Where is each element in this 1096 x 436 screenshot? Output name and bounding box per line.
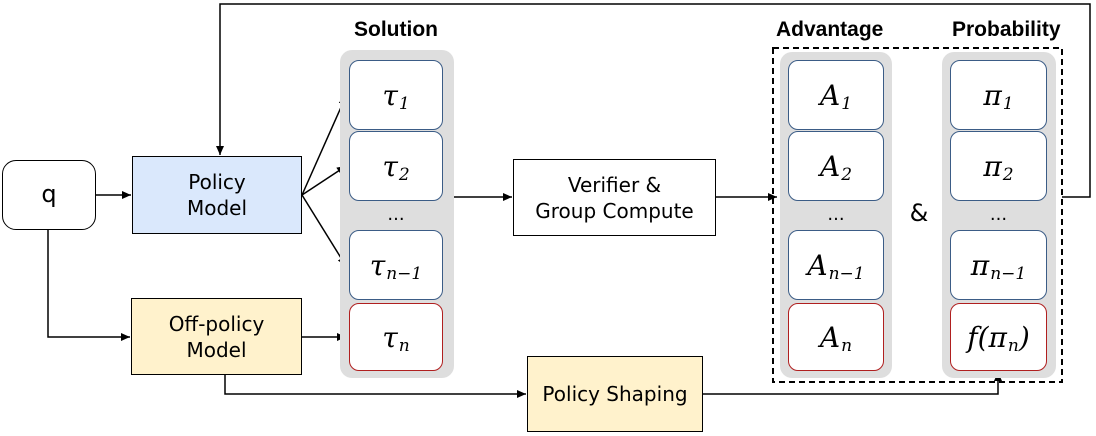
arrow-shaping-to-fpi bbox=[703, 372, 1002, 395]
policy-shaping-label: Policy Shaping bbox=[542, 382, 688, 406]
policy-model-line2: Model bbox=[186, 196, 248, 220]
policy-shaping-box: Policy Shaping bbox=[527, 356, 703, 432]
policy-model-line1: Policy bbox=[188, 170, 246, 194]
arrow-policy-to-tau2 bbox=[301, 165, 347, 196]
verifier-line1: Verifier & bbox=[567, 172, 662, 197]
arrow-feedback-to-policy bbox=[216, 3, 1091, 198]
verifier-box: Verifier & Group Compute bbox=[513, 159, 716, 236]
arrow-policy-to-tau1 bbox=[301, 95, 347, 196]
arrow-policy-to-taun1 bbox=[301, 194, 347, 267]
advantage-title: Advantage bbox=[776, 18, 884, 41]
off-policy-model-box: Off-policy Model bbox=[131, 298, 302, 375]
off-policy-model-line2: Model bbox=[186, 337, 247, 362]
arrow-q-to-offpolicy bbox=[47, 230, 130, 341]
probability-title: Probability bbox=[952, 18, 1061, 41]
verifier-line2: Group Compute bbox=[535, 198, 694, 223]
off-policy-model-line1: Off-policy bbox=[168, 311, 265, 336]
ampersand-symbol: & bbox=[909, 199, 929, 227]
solution-dots: ... bbox=[387, 204, 405, 225]
probability-dots: ... bbox=[989, 204, 1008, 225]
dashed-group-border bbox=[772, 47, 1063, 383]
solution-title: Solution bbox=[354, 18, 438, 41]
input-q-label: q bbox=[41, 180, 57, 209]
input-q-box: q bbox=[2, 160, 96, 230]
policy-model-box: Policy Model bbox=[132, 156, 302, 234]
advantage-dots: ... bbox=[827, 204, 845, 225]
arrow-offpolicy-to-shaping bbox=[224, 375, 526, 398]
